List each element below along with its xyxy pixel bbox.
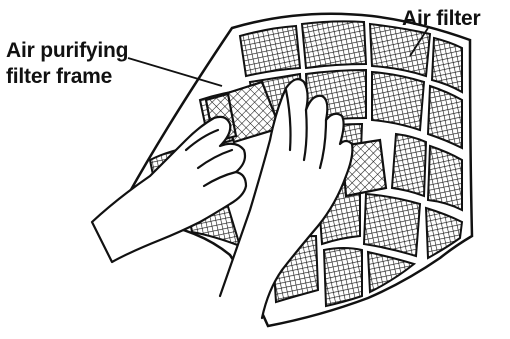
air-filter-label: Air filter [402, 6, 481, 32]
air-purifying-filter-frame-label: Air purifying filter frame [6, 38, 128, 90]
label-line-1: Air purifying [6, 38, 128, 64]
label-line-2: filter frame [6, 64, 128, 90]
